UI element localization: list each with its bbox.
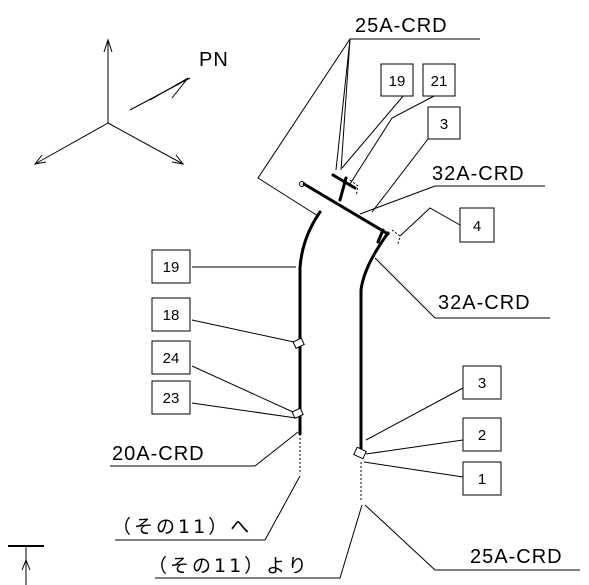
leader-lines — [110, 38, 580, 579]
svg-text:23: 23 — [163, 390, 180, 407]
iso-axis-indicator — [33, 38, 185, 165]
svg-text:1: 1 — [478, 471, 486, 488]
pipe-left-run — [298, 210, 322, 472]
pipe-label-top: 25A-CRD — [355, 15, 448, 37]
pipe-label-left-bottom: 20A-CRD — [112, 443, 205, 465]
callout-24: 24 — [151, 340, 191, 375]
svg-text:19: 19 — [163, 259, 180, 276]
callout-3-top: 3 — [427, 106, 461, 140]
callout-21: 21 — [422, 63, 456, 97]
svg-text:19: 19 — [389, 73, 406, 90]
caption-to-sheet-11: （その11）へ — [112, 516, 252, 538]
pipe-label-upper-right: 32A-CRD — [432, 163, 525, 185]
fitting-18 — [292, 337, 305, 349]
callout-19-left: 19 — [151, 249, 191, 284]
caption-from-sheet-11: （その11）より — [148, 555, 310, 577]
callout-3-right: 3 — [462, 365, 502, 400]
callout-19-top: 19 — [380, 63, 414, 97]
callout-2: 2 — [462, 417, 502, 452]
pipe-label-right: 32A-CRD — [438, 292, 531, 314]
pipe-right-run — [359, 231, 390, 500]
svg-text:24: 24 — [163, 350, 180, 367]
svg-text:21: 21 — [431, 73, 448, 90]
north-arrow-icon: PN — [129, 49, 229, 111]
svg-text:18: 18 — [163, 307, 180, 324]
pipe-label-right-bottom: 25A-CRD — [470, 546, 563, 568]
svg-text:3: 3 — [440, 116, 448, 133]
pipe-header — [299, 173, 401, 245]
fitting-24 — [291, 407, 304, 419]
fitting-2 — [353, 446, 367, 460]
callout-1: 1 — [462, 461, 502, 496]
svg-text:2: 2 — [478, 427, 486, 444]
callout-4: 4 — [459, 207, 495, 243]
north-label: PN — [199, 49, 229, 71]
svg-text:4: 4 — [473, 218, 481, 235]
elevation-marker-icon — [8, 545, 44, 585]
callout-23: 23 — [151, 380, 191, 415]
svg-text:3: 3 — [478, 375, 486, 392]
callout-18: 18 — [151, 297, 191, 332]
